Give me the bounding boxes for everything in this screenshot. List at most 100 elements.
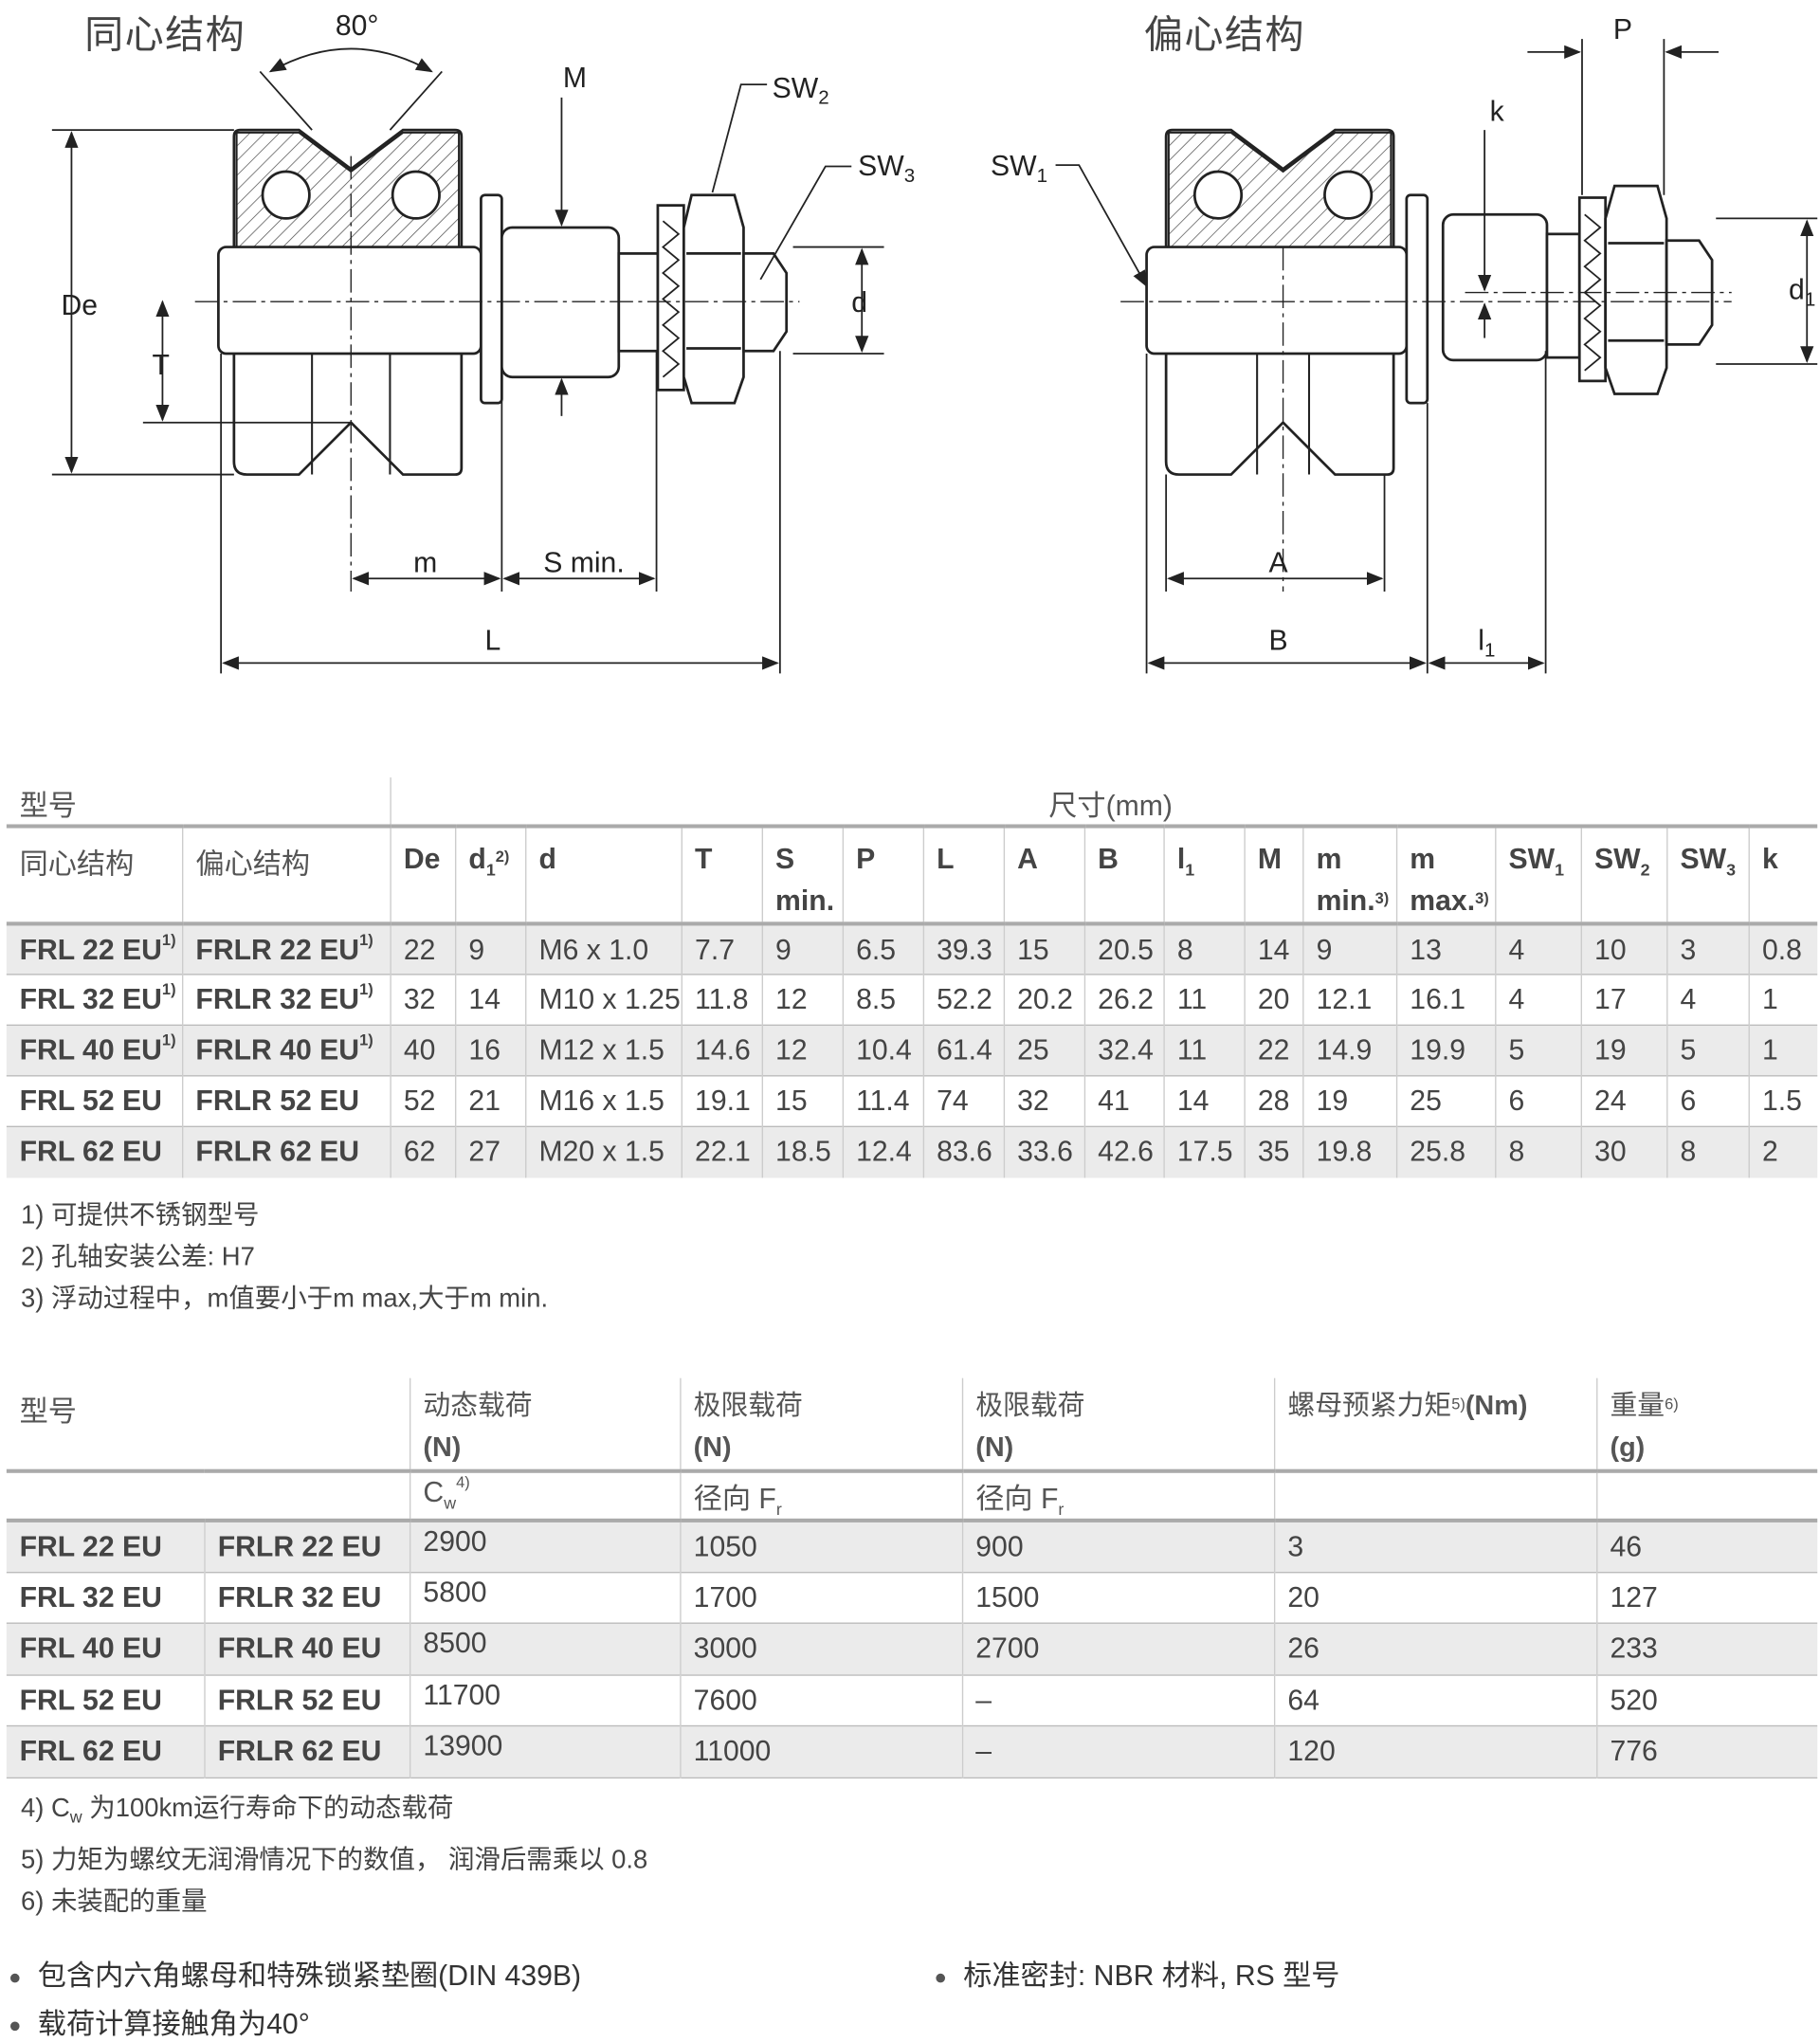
- dim-label-k: k: [1490, 97, 1505, 128]
- table-cell: 14: [1162, 1075, 1245, 1127]
- column-header-main: SW: [1680, 842, 1727, 875]
- table-cell: 7.7: [680, 921, 762, 975]
- table-cell: 12.1: [1301, 974, 1396, 1026]
- table-cell: 32: [1003, 1075, 1084, 1127]
- column-header-unit: (g): [1610, 1432, 1646, 1463]
- bullet-item: 载荷计算接触角为40°: [9, 2001, 310, 2042]
- table-cell: 14: [454, 974, 526, 1026]
- table-cell: 6: [1494, 1075, 1581, 1127]
- table-cell: 5: [1665, 1024, 1749, 1076]
- column-header-main: De: [403, 842, 441, 875]
- table-cell: 20: [1273, 1571, 1597, 1624]
- model-name: FRL 22 EU: [19, 933, 162, 966]
- column-header: 极限载荷(N): [679, 1377, 962, 1471]
- column-header-main: SW: [1508, 842, 1556, 875]
- svg-text:d1: d1: [1789, 274, 1815, 310]
- table-cell: 8: [1665, 1125, 1749, 1177]
- footnote-4-sub: w: [69, 1807, 82, 1827]
- table-cell: 8: [1494, 1125, 1581, 1177]
- table-cell: 40: [389, 1024, 456, 1076]
- column-header-sup: 6): [1665, 1395, 1679, 1413]
- table-cell: 2900: [409, 1519, 681, 1573]
- column-header: 重量6) (g): [1595, 1377, 1818, 1471]
- model-footnote: 1): [359, 1030, 373, 1049]
- column-header-line2: min.: [775, 884, 835, 917]
- model-name: FRLR 52 EU: [195, 1084, 360, 1118]
- table-cell: 776: [1595, 1725, 1818, 1778]
- table-cell: 11.4: [842, 1075, 923, 1127]
- model-footnote: 1): [359, 980, 373, 999]
- table-cell: 127: [1595, 1571, 1818, 1624]
- column-header: d: [524, 824, 682, 924]
- dim-label-T: T: [152, 350, 169, 381]
- table-cell: 10: [1579, 921, 1667, 975]
- table-cell: 4: [1665, 974, 1749, 1026]
- column-header: 动态载荷(N): [409, 1377, 681, 1471]
- column-header-main: M: [1257, 842, 1282, 875]
- column-header-main: m: [1316, 842, 1342, 875]
- footnote-4-text: 为100km运行寿命下的动态载荷: [82, 1794, 454, 1823]
- table-cell: 1: [1747, 974, 1818, 1026]
- table-cell: 233: [1595, 1623, 1818, 1675]
- bullet-text: 标准密封: NBR 材料, RS 型号: [963, 1959, 1340, 1992]
- table-cell: 28: [1243, 1075, 1303, 1127]
- concentric-model: FRL 32 EU: [6, 1571, 205, 1624]
- concentric-model: FRL 40 EU: [6, 1623, 205, 1675]
- sub-header: 径向 Fr: [961, 1468, 1274, 1522]
- column-header-main: k: [1761, 842, 1778, 875]
- table-cell: 9: [760, 921, 843, 975]
- sw2-sub: 2: [818, 87, 828, 109]
- column-header: T: [680, 824, 762, 924]
- bullet-dot-icon: [9, 1973, 20, 1982]
- bullet-text: 载荷计算接触角为40°: [37, 2007, 310, 2040]
- column-header-unit: (N): [975, 1432, 1014, 1463]
- column-header: SW1: [1494, 824, 1581, 924]
- technical-drawing: 80° M SW2 SW3 De T d m S min. L: [51, 10, 1818, 674]
- svg-text:SW2: SW2: [773, 73, 829, 109]
- table-cell: 35: [1243, 1125, 1303, 1177]
- column-header-sub: 1: [485, 860, 496, 880]
- column-header-main: m: [1410, 842, 1436, 875]
- dim-label-M: M: [563, 63, 587, 94]
- column-header-label: 重量: [1610, 1391, 1665, 1421]
- table-cell: 33.6: [1003, 1125, 1084, 1177]
- dim-label-d: d: [851, 287, 867, 319]
- sub-header: [1595, 1468, 1818, 1522]
- table-cell: 14: [1243, 921, 1303, 975]
- eccentric-model: FRLR 40 EU1): [181, 1024, 391, 1076]
- sw1-label: SW: [991, 151, 1037, 182]
- column-header-unit: (N): [693, 1432, 732, 1463]
- type-header: 型号: [19, 789, 77, 822]
- dim-label-P: P: [1613, 14, 1632, 46]
- eccentric-model: FRLR 62 EU: [181, 1125, 391, 1177]
- table-cell: 11.8: [680, 974, 762, 1026]
- table-cell: 3: [1665, 921, 1749, 975]
- table-cell: 8: [1162, 921, 1245, 975]
- table-cell: 9: [1301, 921, 1396, 975]
- footnote: 1) 可提供不锈钢型号: [20, 1201, 260, 1231]
- table-cell: 20.5: [1083, 921, 1164, 975]
- eccentric-model: FRLR 32 EU: [203, 1571, 410, 1624]
- svg-text:SW3: SW3: [858, 151, 915, 187]
- bullet-dot-icon: [936, 1973, 946, 1982]
- column-header-unit: (Nm): [1465, 1391, 1528, 1421]
- model-name: FRL 62 EU: [19, 1135, 162, 1168]
- table-cell: 64: [1273, 1674, 1597, 1727]
- table-cell: –: [961, 1674, 1274, 1727]
- table-cell: 30: [1579, 1125, 1667, 1177]
- table-cell: 52.2: [922, 974, 1004, 1026]
- table-cell: 20.2: [1003, 974, 1084, 1026]
- table-cell: 27: [454, 1125, 526, 1177]
- dim-label-l1: l: [1478, 626, 1484, 657]
- concentric-model: FRL 22 EU: [6, 1519, 205, 1573]
- column-header-label: 螺母预紧力矩: [1287, 1391, 1452, 1421]
- table-cell: 16.1: [1395, 974, 1496, 1026]
- table-cell: 1: [1747, 1024, 1818, 1076]
- column-header-main: P: [856, 842, 876, 875]
